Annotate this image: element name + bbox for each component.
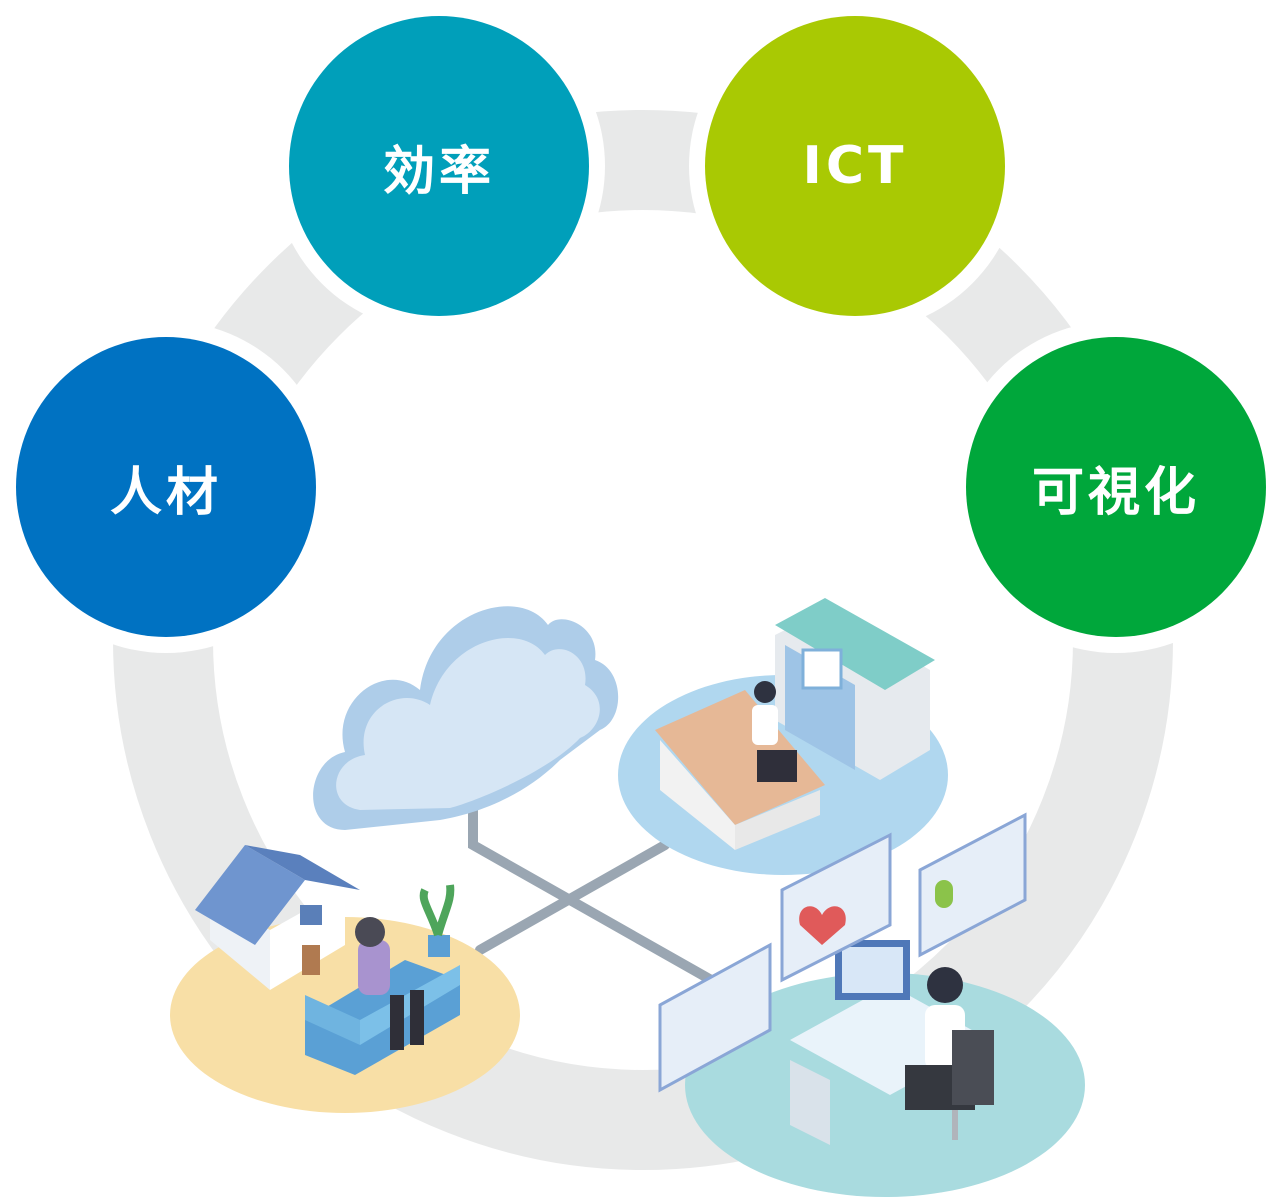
node-ict-label: ICT <box>802 136 908 196</box>
node-efficiency-label: 効率 <box>382 141 495 202</box>
clinic-icon <box>618 598 948 875</box>
node-visualization: 可視化 <box>966 337 1266 637</box>
node-ict: ICT <box>705 16 1005 316</box>
home-icon <box>170 845 520 1113</box>
node-visualization-label: 可視化 <box>1031 462 1200 523</box>
node-efficiency: 効率 <box>289 16 589 316</box>
telemedicine-office-icon <box>658 812 1085 1197</box>
cycle-ring <box>113 110 1173 1170</box>
cloud-icon <box>313 606 619 830</box>
node-human-resources: 人材 <box>16 337 316 637</box>
node-human-resources-label: 人材 <box>109 462 222 523</box>
